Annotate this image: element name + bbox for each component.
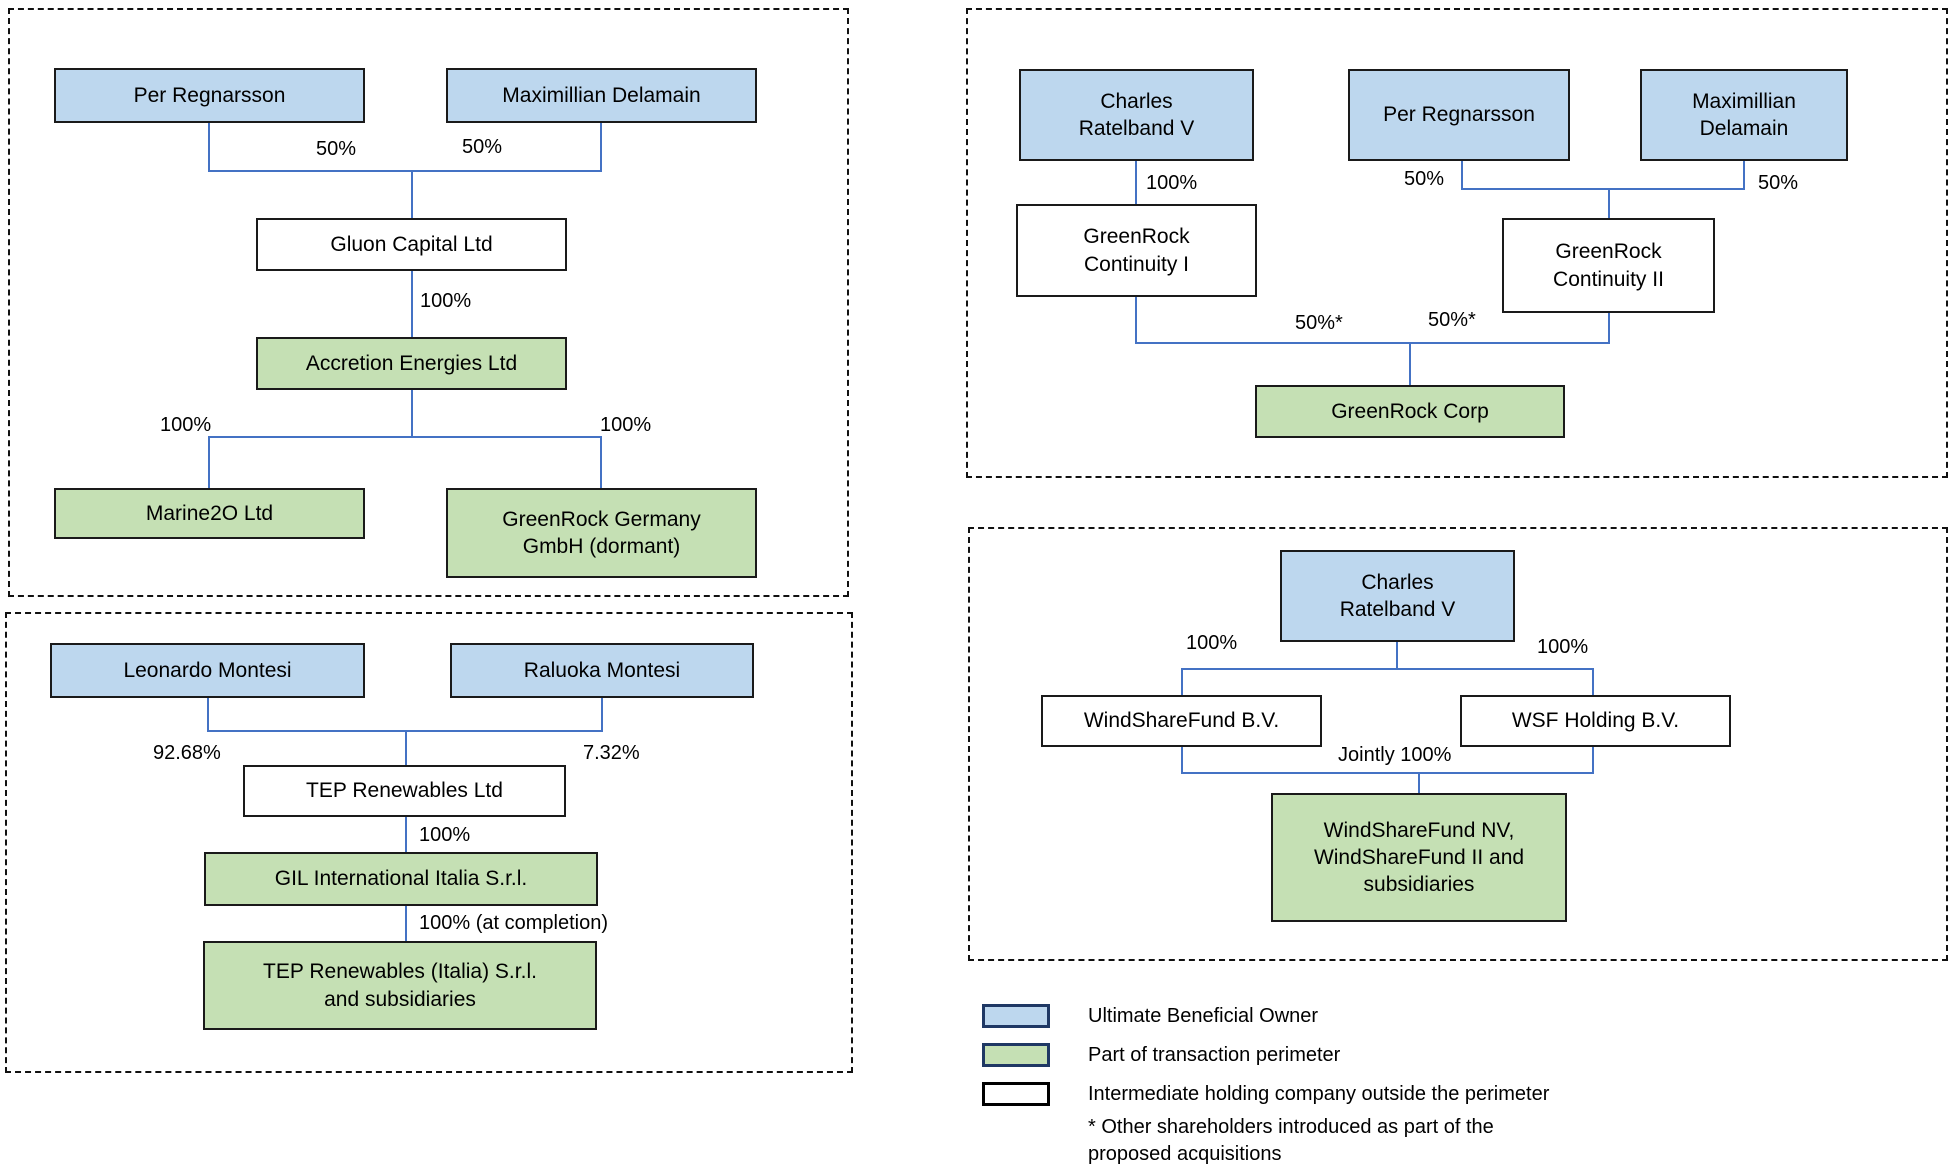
node-gluon-capital: Gluon Capital Ltd (256, 218, 567, 271)
connector-segment (208, 436, 602, 438)
legend-label-perimeter: Part of transaction perimeter (1088, 1044, 1341, 1066)
ownership-label: 100% (160, 414, 212, 436)
connector-segment (208, 170, 602, 172)
connector-segment (1396, 642, 1398, 670)
ownership-label: 100% (1186, 632, 1238, 654)
ownership-label: 50%* (1295, 312, 1343, 334)
ownership-label: 92.68% (153, 742, 221, 764)
connector-segment (1608, 188, 1610, 218)
node-raluoka-montesi: Raluoka Montesi (450, 643, 754, 698)
node-greenrock-germany: GreenRock Germany GmbH (dormant) (446, 488, 757, 578)
connector-segment (1135, 297, 1137, 344)
node-marine2o: Marine2O Ltd (54, 488, 365, 539)
node-wsf-holding-bv: WSF Holding B.V. (1460, 695, 1731, 747)
connector-segment (1135, 342, 1610, 344)
ownership-label: 50% (1404, 168, 1445, 190)
node-gil-international: GIL International Italia S.r.l. (204, 852, 598, 906)
legend-label-ubo: Ultimate Beneficial Owner (1088, 1005, 1319, 1027)
ownership-label: 7.32% (583, 742, 640, 764)
ownership-label: 50% (462, 136, 503, 158)
connector-segment (1608, 313, 1610, 344)
connector-segment (601, 698, 603, 732)
node-leonardo-montesi: Leonardo Montesi (50, 643, 365, 698)
connector-segment (1181, 772, 1594, 774)
legend-swatch-intermediate (982, 1082, 1050, 1106)
connector-segment (600, 123, 602, 172)
connector-segment (1461, 161, 1463, 190)
connector-segment (405, 906, 407, 941)
panel-accretion-group (8, 8, 849, 597)
connector-segment (1181, 668, 1594, 670)
node-greenrock-continuity-2: GreenRock Continuity II (1502, 218, 1715, 313)
node-windsharefund-nv: WindShareFund NV, WindShareFund II and s… (1271, 793, 1567, 922)
connector-segment (1418, 772, 1420, 793)
node-charles-ratelband-2: Charles Ratelband V (1280, 550, 1515, 642)
ownership-label: Jointly 100% (1338, 744, 1452, 766)
ownership-label: 100% (at completion) (419, 912, 608, 934)
node-charles-ratelband: Charles Ratelband V (1019, 69, 1254, 161)
ownership-label: 100% (419, 824, 471, 846)
connector-segment (1592, 668, 1594, 695)
node-greenrock-continuity-1: GreenRock Continuity I (1016, 204, 1257, 297)
ownership-label: 100% (420, 290, 472, 312)
legend-label-intermediate: Intermediate holding company outside the… (1088, 1083, 1550, 1105)
connector-segment (411, 271, 413, 337)
node-per-regnarsson: Per Regnarsson (54, 68, 365, 123)
panel-greenrock-group (966, 8, 1948, 478)
connector-segment (207, 698, 209, 732)
ownership-label: 100% (600, 414, 652, 436)
node-per-regnarsson-2: Per Regnarsson (1348, 69, 1570, 161)
ownership-label: 50%* (1428, 309, 1476, 331)
connector-segment (1743, 161, 1745, 190)
connector-segment (208, 436, 210, 488)
node-maximillian-delamain: Maximillian Delamain (446, 68, 757, 123)
ownership-label: 50% (316, 138, 357, 160)
connector-segment (1181, 747, 1183, 774)
connector-segment (208, 123, 210, 172)
panel-tep-group (5, 612, 853, 1073)
node-accretion-energies: Accretion Energies Ltd (256, 337, 567, 390)
connector-segment (1461, 188, 1745, 190)
node-maximillian-delamain-2: Maximillian Delamain (1640, 69, 1848, 161)
ownership-label: 100% (1537, 636, 1589, 658)
connector-segment (600, 436, 602, 488)
connector-segment (1135, 161, 1137, 204)
ownership-label: 50% (1758, 172, 1799, 194)
panel-windsharefund-group (968, 527, 1948, 961)
connector-segment (411, 390, 413, 438)
connector-segment (1409, 342, 1411, 385)
node-tep-renewables-italia: TEP Renewables (Italia) S.r.l. and subsi… (203, 941, 597, 1030)
node-windsharefund-bv: WindShareFund B.V. (1041, 695, 1322, 747)
legend-swatch-ubo (982, 1004, 1050, 1028)
ownership-label: 100% (1146, 172, 1198, 194)
legend-footnote: * Other shareholders introduced as part … (1088, 1116, 1494, 1165)
connector-segment (405, 730, 407, 765)
legend-swatch-perimeter (982, 1043, 1050, 1067)
connector-segment (1592, 747, 1594, 774)
node-tep-renewables: TEP Renewables Ltd (243, 765, 566, 817)
connector-segment (411, 170, 413, 218)
connector-segment (1181, 668, 1183, 695)
connector-segment (405, 817, 407, 852)
node-greenrock-corp: GreenRock Corp (1255, 385, 1565, 438)
